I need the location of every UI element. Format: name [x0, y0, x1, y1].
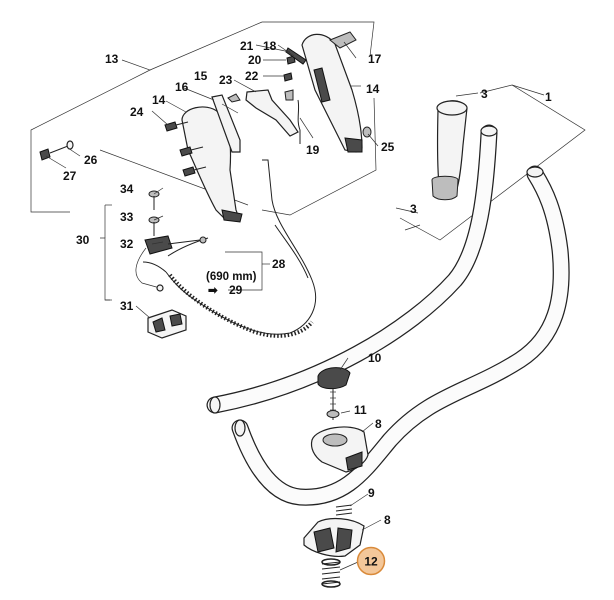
- spring-9: [335, 504, 353, 516]
- callout-18: 18: [263, 39, 277, 53]
- spring-wire: [297, 99, 301, 144]
- wing-screw-10: [317, 367, 351, 420]
- callout-labels: 1 3 3 13 14 16 15 23 24 21 18 20 22 17 1…: [63, 39, 552, 527]
- callout-13: 13: [105, 52, 119, 66]
- callout-9: 9: [368, 486, 375, 500]
- callout-1: 1: [545, 90, 552, 104]
- callout-29: 29: [229, 283, 243, 297]
- switch-32: [135, 235, 207, 292]
- callout-34: 34: [120, 182, 134, 196]
- callout-12-highlight: 12: [356, 546, 386, 576]
- leader-lines: [45, 41, 382, 571]
- callout-28: 28: [272, 257, 286, 271]
- handlebar-leader-box: [395, 84, 586, 241]
- handlebar-tube: [206, 124, 570, 506]
- callout-3-side: 3: [410, 202, 417, 216]
- throttle-trigger: [245, 89, 299, 137]
- callout-22: 22: [245, 69, 259, 83]
- screws: [39, 47, 372, 177]
- callout-17: 17: [368, 52, 382, 66]
- washer-11: [326, 410, 340, 418]
- arrow-symbol: ➡: [208, 285, 219, 297]
- callout-31: 31: [120, 299, 134, 313]
- callout-8-upper: 8: [375, 417, 382, 431]
- callout-26: 26: [84, 153, 98, 167]
- switch-group-box: [100, 204, 112, 301]
- callout-20: 20: [248, 53, 262, 67]
- callout-25: 25: [381, 140, 395, 154]
- contact-31: [147, 309, 187, 339]
- callout-14-left: 14: [152, 93, 166, 107]
- control-handle-right-half: [301, 31, 363, 153]
- control-handle-left-half: [181, 94, 243, 223]
- clamp-lower-8: [303, 517, 365, 557]
- callout-14-right: 14: [366, 82, 380, 96]
- callout-11: 11: [354, 403, 367, 417]
- callout-21: 21: [240, 39, 254, 53]
- cable-length-label: (690 mm): [206, 271, 257, 283]
- callout-8-lower: 8: [384, 513, 391, 527]
- callout-24: 24: [130, 105, 144, 119]
- callout-27: 27: [63, 169, 77, 183]
- callout-23: 23: [219, 73, 233, 87]
- handle-grip: [431, 100, 468, 201]
- callout-33: 33: [120, 210, 134, 224]
- callout-3-top: 3: [481, 87, 488, 101]
- spring-12: [321, 558, 341, 588]
- callout-30: 30: [76, 233, 90, 247]
- callout-12: 12: [364, 555, 378, 569]
- callout-19: 19: [306, 143, 320, 157]
- callout-16: 16: [175, 80, 189, 94]
- callout-15: 15: [194, 69, 208, 83]
- clamp-upper-8: [310, 426, 369, 473]
- callout-32: 32: [120, 237, 134, 251]
- callout-10: 10: [368, 351, 382, 365]
